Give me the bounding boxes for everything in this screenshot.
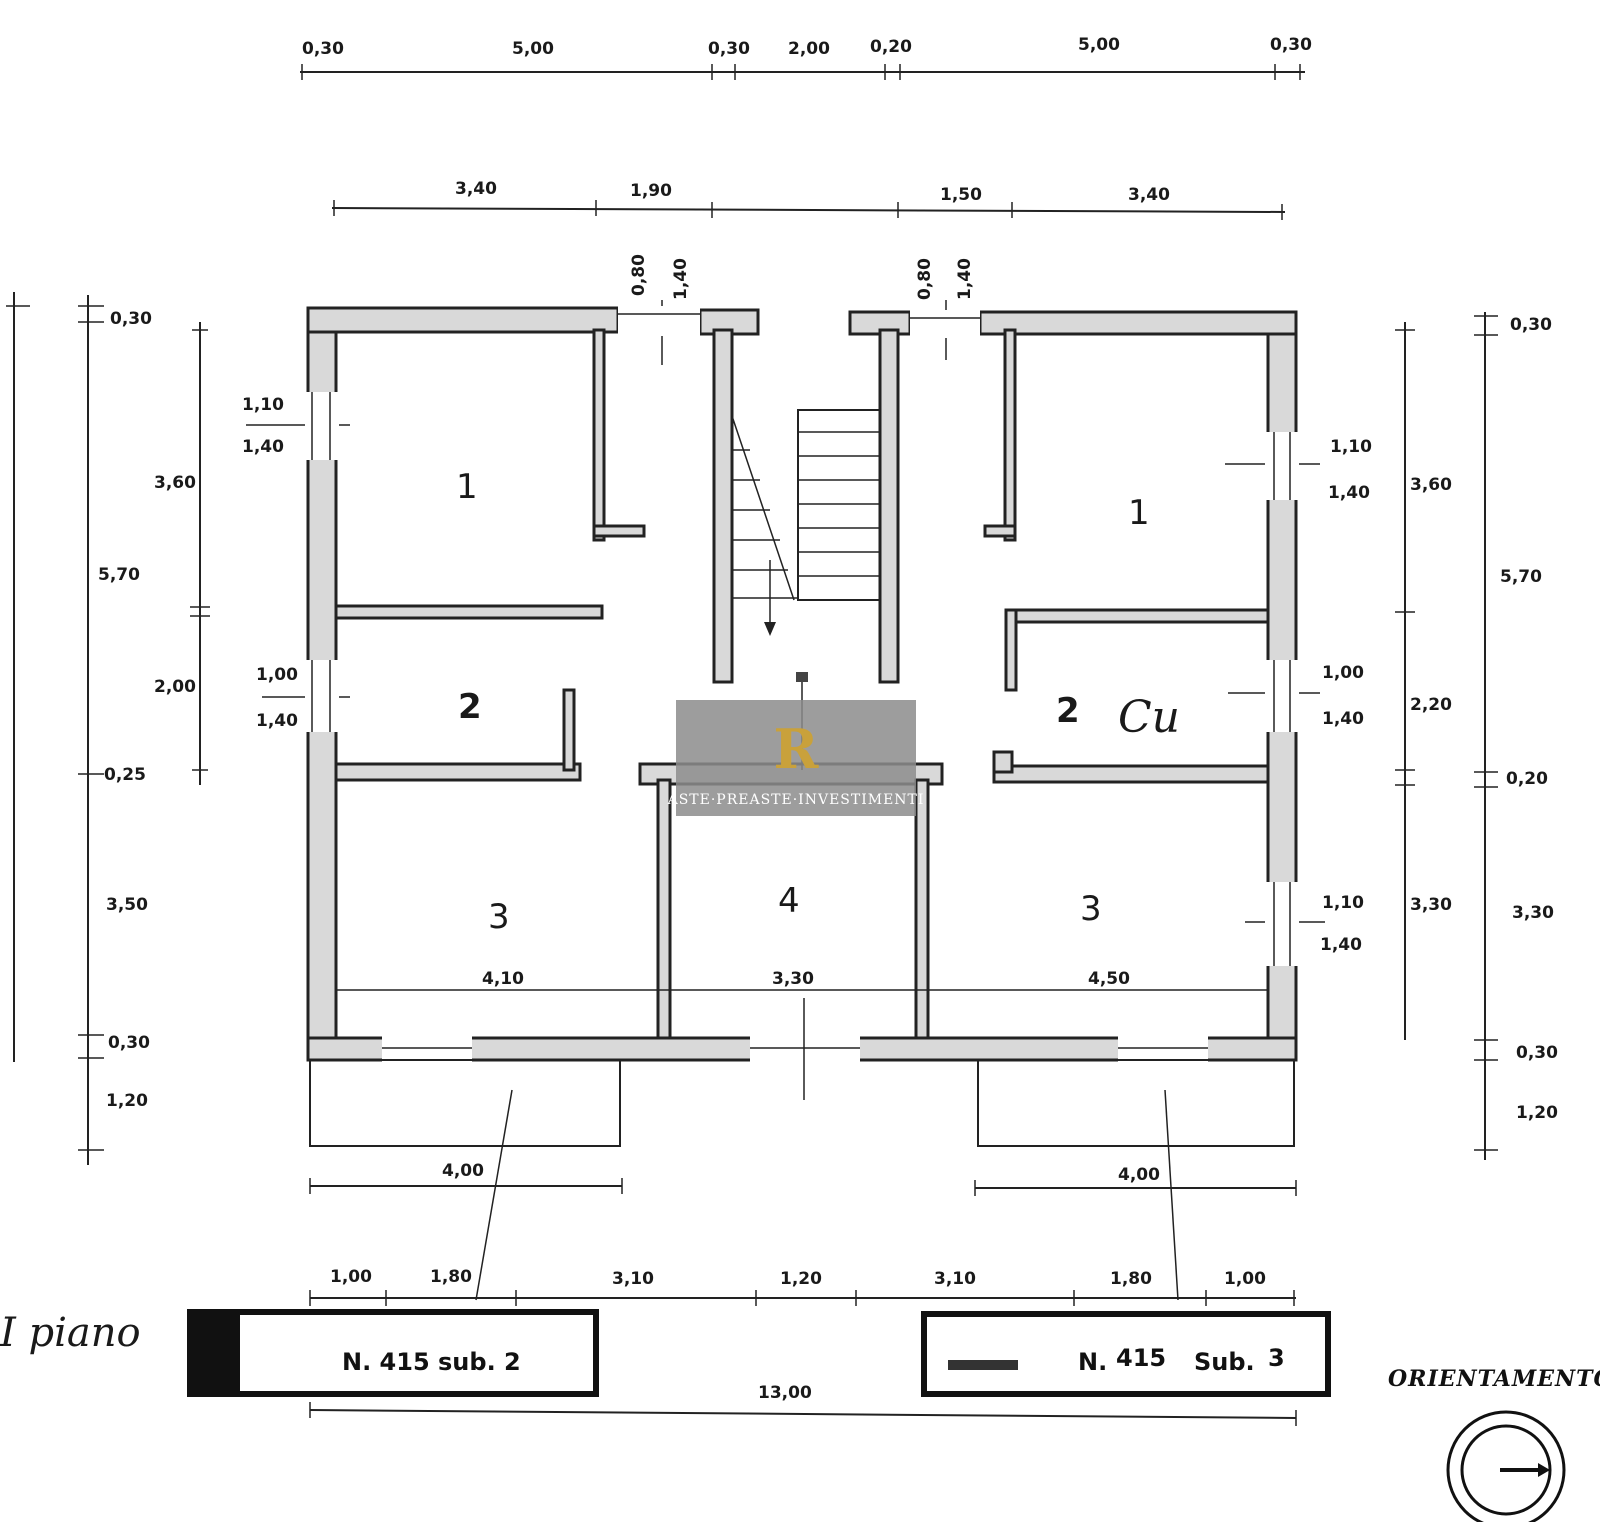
- orientation: ORIENTAMENTO: [1388, 1366, 1600, 1522]
- left-window-dim-1: 1,10 1,40: [242, 395, 350, 457]
- total-width-label: 13,00: [758, 1383, 812, 1403]
- left-inner-dim-2: 2,00: [154, 677, 196, 697]
- room-label-right-2: 2: [1056, 691, 1080, 731]
- right-box-sub-number: 3: [1268, 1344, 1285, 1372]
- right-window-dim-1: 1,10 1,40: [1225, 437, 1372, 503]
- right-box-prefix: N.: [1078, 1348, 1107, 1376]
- left-handwritten-note: I piano: [0, 1310, 141, 1356]
- bottom-dim-7: 1,00: [1224, 1269, 1266, 1289]
- right-dim-3: 0,20: [1506, 769, 1548, 789]
- room-labels: 1 2 3 4 1 2 Cu 3: [456, 467, 1180, 937]
- right-dimension-line-inner: 3,60 2,20 3,30: [1395, 322, 1452, 1040]
- left-dim-1: 0,30: [110, 309, 152, 329]
- svg-text:1,40: 1,40: [1322, 709, 1364, 729]
- svg-text:1,40: 1,40: [1328, 483, 1370, 503]
- bottom-dim-1: 1,00: [330, 1267, 372, 1287]
- svg-text:1,40: 1,40: [671, 258, 691, 300]
- inner-dim-4: 3,40: [1128, 185, 1170, 205]
- svg-text:1,10: 1,10: [1322, 893, 1364, 913]
- top-dim-7: 0,30: [1270, 35, 1312, 55]
- orientation-label: ORIENTAMENTO: [1388, 1366, 1600, 1392]
- room-width-1: 4,10: [482, 969, 524, 989]
- right-inner-dim-3: 3,30: [1410, 895, 1452, 915]
- watermark: R ASTE·PREASTE·INVESTIMENTI: [667, 700, 925, 816]
- right-subunit-box: N. 415 Sub. 3: [921, 1311, 1331, 1397]
- bottom-dim-6: 1,80: [1110, 1269, 1152, 1289]
- right-dim-6: 1,20: [1516, 1103, 1558, 1123]
- top-dim-5: 0,20: [870, 37, 912, 57]
- room-label-right-cu: Cu: [1118, 692, 1180, 743]
- right-box-number: 415: [1116, 1344, 1166, 1372]
- room-label-left-2: 2: [458, 687, 482, 727]
- room-width-3: 4,50: [1088, 969, 1130, 989]
- right-inner-dim-2: 2,20: [1410, 695, 1452, 715]
- svg-text:1,40: 1,40: [955, 258, 975, 300]
- left-inner-dim-1: 3,60: [154, 473, 196, 493]
- leader-lines: [475, 1089, 1179, 1301]
- left-dim-2: 5,70: [98, 565, 140, 585]
- inner-dim-3: 1,50: [940, 185, 982, 205]
- top-dim-1: 0,30: [302, 39, 344, 59]
- svg-text:1,10: 1,10: [1330, 437, 1372, 457]
- right-box-sub-label: Sub.: [1194, 1348, 1255, 1376]
- svg-text:1,00: 1,00: [256, 665, 298, 685]
- svg-text:0,80: 0,80: [629, 254, 649, 296]
- left-dim-5: 0,30: [108, 1033, 150, 1053]
- left-dimension-line-inner: 3,60 2,00: [154, 322, 210, 785]
- right-inner-dim-1: 3,60: [1410, 475, 1452, 495]
- inner-dim-1: 3,40: [455, 179, 497, 199]
- left-dim-4: 3,50: [106, 895, 148, 915]
- right-dim-4: 3,30: [1512, 903, 1554, 923]
- left-window-dim-2: 1,00 1,40: [256, 665, 350, 731]
- right-window-dim-3: 1,10 1,40: [1245, 893, 1364, 955]
- room-label-left-1: 1: [456, 467, 478, 507]
- top-window-dims-right: 0,80 1,40: [915, 258, 975, 360]
- left-dimension-line-outer: 0,30 5,70 0,25 3,50 0,30 1,20: [78, 295, 152, 1165]
- balcony-width-left: 4,00: [442, 1161, 484, 1181]
- top-dim-2: 5,00: [512, 39, 554, 59]
- svg-text:1,00: 1,00: [1322, 663, 1364, 683]
- staircase: [731, 409, 881, 770]
- window-openings: [305, 306, 1299, 1062]
- left-dim-6: 1,20: [106, 1091, 148, 1111]
- left-subunit-box: N. 415 sub. 2: [187, 1309, 599, 1397]
- bottom-dim-2: 1,80: [430, 1267, 472, 1287]
- watermark-logo: R: [774, 717, 820, 781]
- room-label-left-3: 3: [488, 897, 510, 937]
- right-dim-5: 0,30: [1516, 1043, 1558, 1063]
- total-width-line: 13,00: [309, 1383, 1297, 1426]
- room-label-center-4: 4: [778, 881, 800, 921]
- watermark-text: ASTE·PREASTE·INVESTIMENTI: [667, 792, 925, 808]
- right-window-dim-2: 1,00 1,40: [1228, 663, 1364, 729]
- top-dim-6: 5,00: [1078, 35, 1120, 55]
- top-dim-3: 0,30: [708, 39, 750, 59]
- room-width-2: 3,30: [772, 969, 814, 989]
- bottom-dim-3: 3,10: [612, 1269, 654, 1289]
- right-dim-2: 5,70: [1500, 567, 1542, 587]
- bottom-dimension-line: 1,00 1,80 3,10 1,20 3,10 1,80 1,00: [309, 1267, 1296, 1306]
- top-dimension-line-inner: 3,40 1,90 1,50 3,40: [331, 179, 1286, 220]
- top-dimension-line-outer: 0,30 5,00 0,30 2,00 0,20 5,00 0,30: [300, 35, 1312, 80]
- balconies: 4,00 4,00: [309, 1059, 1297, 1196]
- svg-text:1,40: 1,40: [1320, 935, 1362, 955]
- svg-text:1,40: 1,40: [242, 437, 284, 457]
- left-dim-3: 0,25: [104, 765, 146, 785]
- inner-dim-2: 1,90: [630, 181, 672, 201]
- right-dimension-line-outer: 0,30 5,70 0,20 3,30 0,30 1,20: [1474, 312, 1558, 1160]
- bottom-dim-5: 3,10: [934, 1269, 976, 1289]
- room-label-right-1: 1: [1128, 493, 1150, 533]
- bottom-dim-4: 1,20: [780, 1269, 822, 1289]
- left-edge-line: [6, 292, 30, 1062]
- left-box-text: N. 415 sub. 2: [342, 1348, 521, 1376]
- room-width-line: 4,10 3,30 4,50: [336, 969, 1268, 1100]
- svg-text:1,40: 1,40: [256, 711, 298, 731]
- right-dim-1: 0,30: [1510, 315, 1552, 335]
- compass-outer-icon: [1446, 1410, 1566, 1522]
- balcony-width-right: 4,00: [1118, 1165, 1160, 1185]
- svg-text:0,80: 0,80: [915, 258, 935, 300]
- svg-text:1,10: 1,10: [242, 395, 284, 415]
- room-label-right-3: 3: [1080, 889, 1102, 929]
- top-dim-4: 2,00: [788, 39, 830, 59]
